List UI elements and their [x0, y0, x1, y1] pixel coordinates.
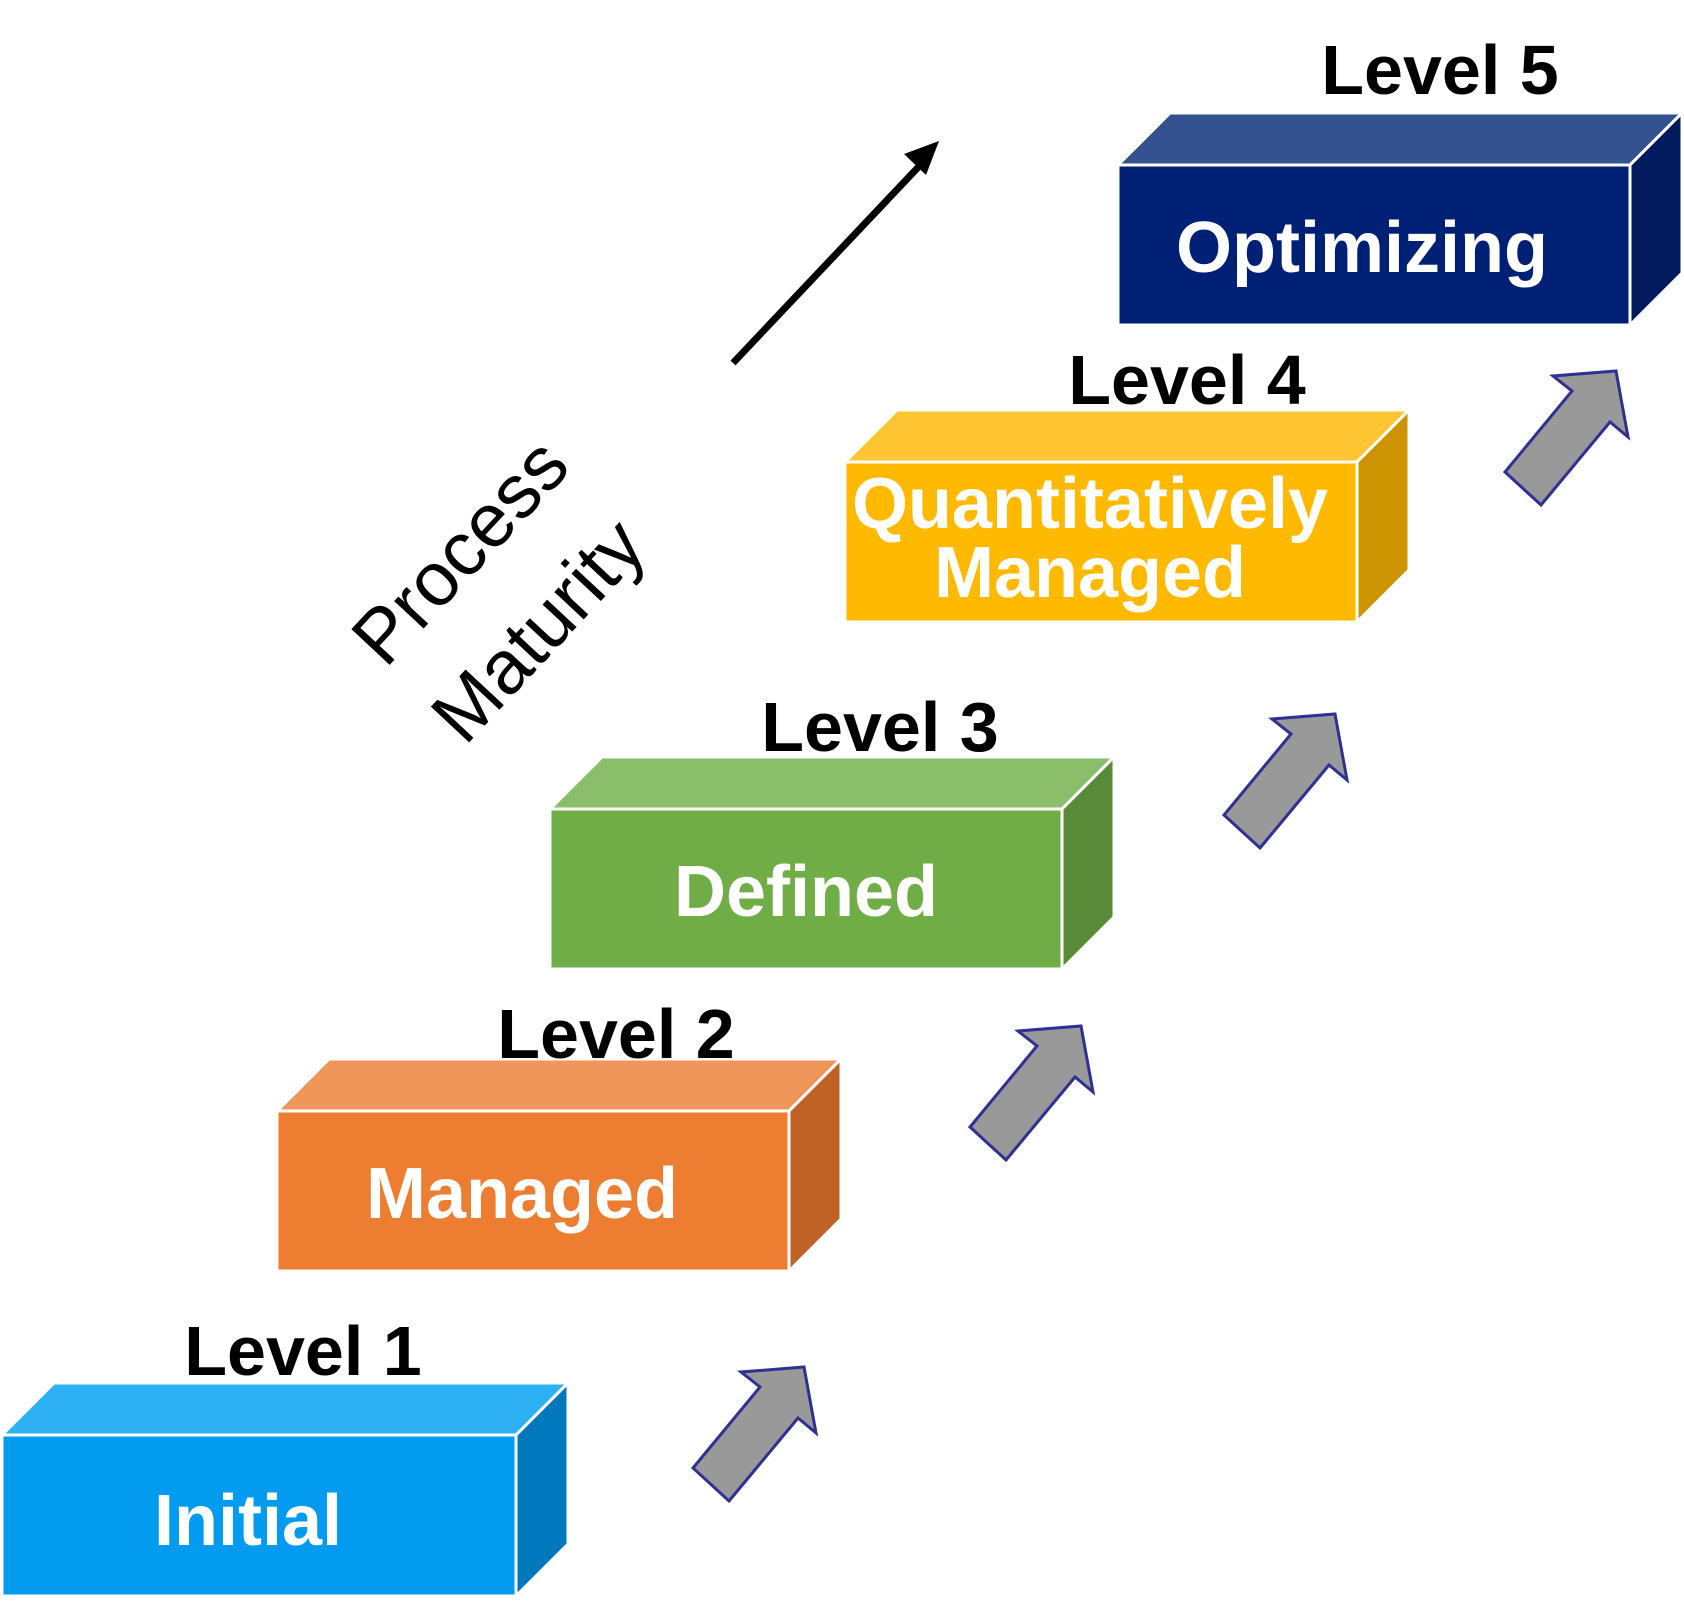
trend-arrow — [730, 141, 939, 366]
level-4-label: Level 4 — [1068, 341, 1305, 419]
level-2-block: Level 2 Managed — [273, 995, 845, 1275]
level-2-front-face — [275, 1109, 791, 1273]
level-4-front-face — [843, 460, 1359, 624]
level-4-name-line1: Quantitatively — [852, 464, 1328, 544]
step-arrow-4-to-5 — [1502, 369, 1631, 508]
level-4-block: Level 4 Quantitatively Managed — [841, 341, 1413, 626]
level-5-name: Optimizing — [1176, 208, 1548, 288]
step-arrow-2-to-3 — [967, 1024, 1096, 1163]
level-2-name: Managed — [366, 1154, 678, 1234]
level-3-label: Level 3 — [761, 688, 998, 766]
level-1-front-face — [0, 1433, 518, 1598]
level-5-front-face — [1116, 163, 1632, 327]
level-1-name: Initial — [154, 1481, 342, 1561]
axis-label: Process Maturity — [336, 422, 662, 758]
level-5-top-face — [1114, 111, 1684, 167]
level-3-name: Defined — [674, 852, 938, 932]
level-3-front-face — [548, 807, 1064, 971]
level-1-block: Level 1 Initial — [0, 1312, 572, 1600]
level-4-name-line2: Managed — [934, 533, 1246, 613]
step-arrow-1-to-2 — [690, 1365, 819, 1504]
level-1-top-face — [0, 1381, 572, 1437]
level-5-block: Level 5 Optimizing — [1114, 31, 1684, 329]
step-arrows — [690, 369, 1631, 1504]
level-1-label: Level 1 — [184, 1312, 421, 1390]
step-arrow-3-to-4 — [1221, 712, 1350, 851]
level-5-label: Level 5 — [1321, 31, 1558, 109]
trend-arrow-head — [904, 141, 939, 175]
level-2-label: Level 2 — [497, 995, 734, 1073]
trend-arrow-line — [730, 157, 928, 366]
level-3-block: Level 3 Defined — [546, 688, 1118, 973]
